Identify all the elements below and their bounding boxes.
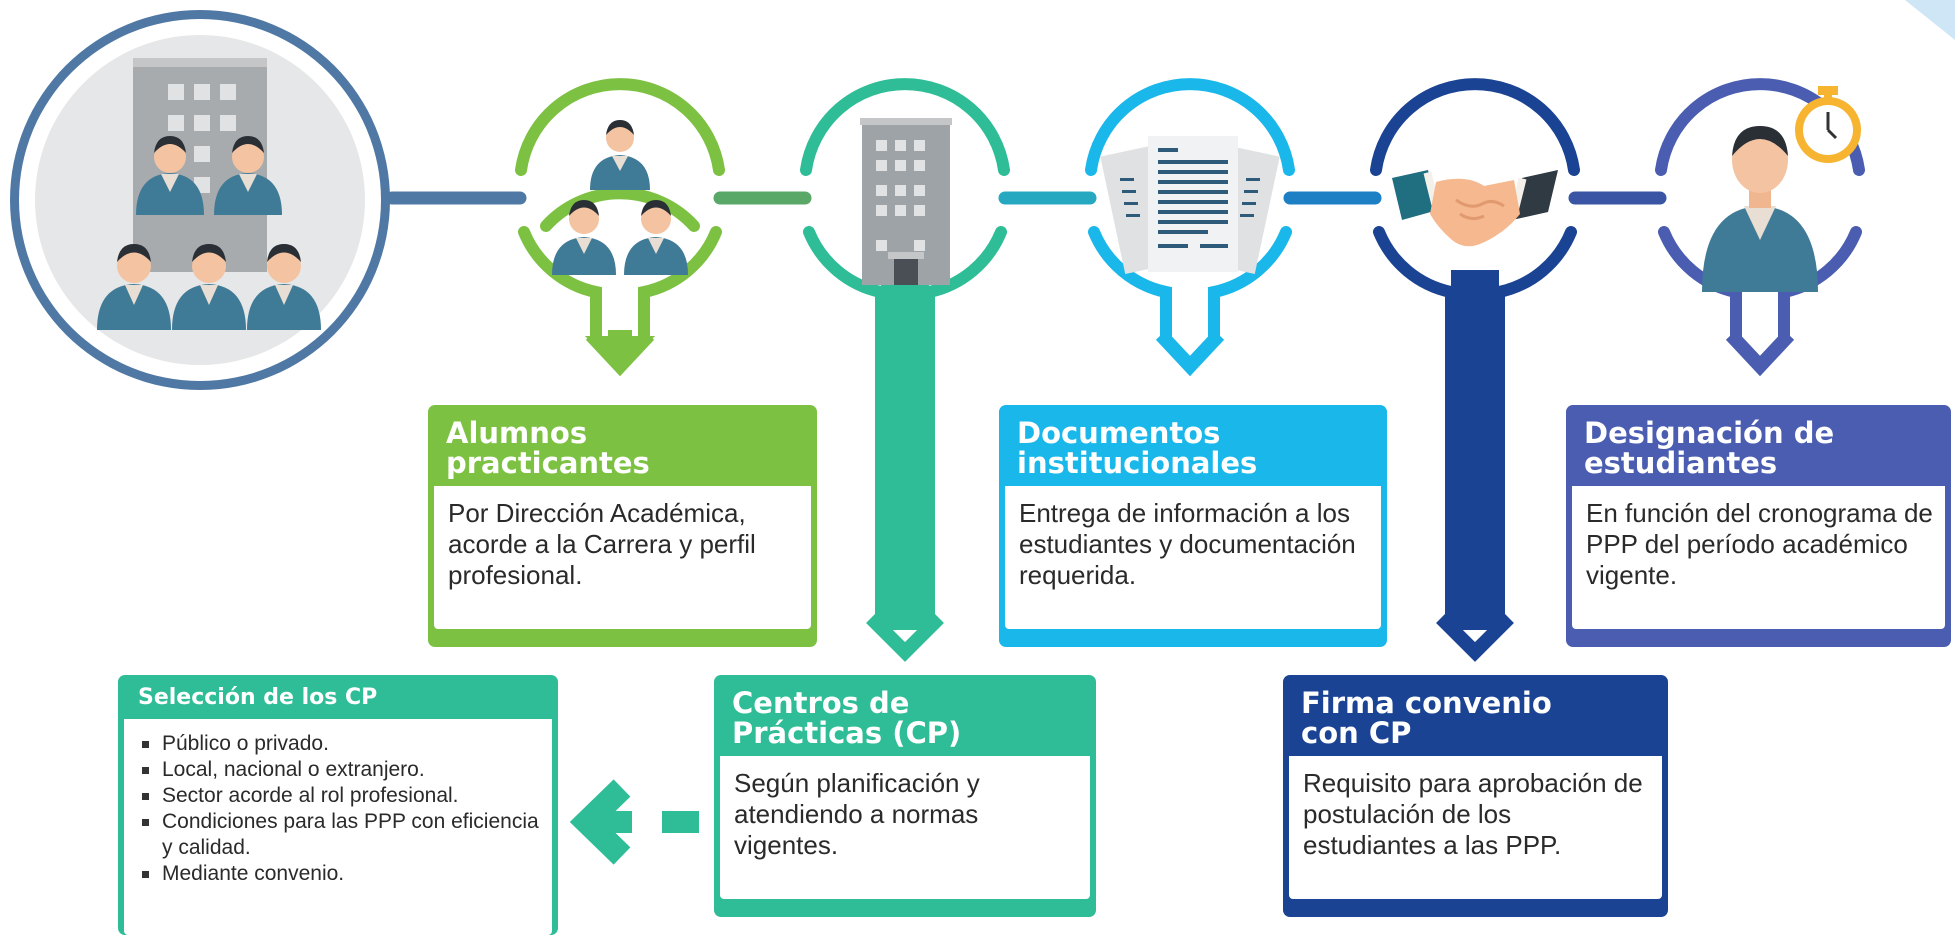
handshake-icon <box>1392 170 1558 247</box>
card-body: Entrega de información a los estudiantes… <box>1005 486 1381 629</box>
card-body: Según planificación y atendiendo a norma… <box>720 756 1090 899</box>
origin-node <box>10 10 390 390</box>
list-item: Mediante convenio. <box>132 861 544 887</box>
title-line: estudiantes <box>1584 446 1778 480</box>
institution-group-icon <box>97 58 321 330</box>
card-students: Alumnos practicantes Por Dirección Acadé… <box>428 405 817 647</box>
card-title: Alumnos practicantes <box>434 405 811 486</box>
card-centers: Centros de Prácticas (CP) Según planific… <box>714 675 1096 917</box>
card-title: Centros de Prácticas (CP) <box>720 675 1090 756</box>
title-line: Firma convenio <box>1301 686 1552 720</box>
students-group-icon <box>552 120 688 275</box>
student-stopwatch-icon <box>1702 86 1861 292</box>
title-line: Alumnos <box>446 416 588 450</box>
card-body: Público o privado. Local, nacional o ext… <box>124 719 552 935</box>
list-item: Local, nacional o extranjero. <box>132 757 544 783</box>
card-selection: Selección de los CP Público o privado. L… <box>118 675 558 935</box>
building-icon <box>860 118 952 285</box>
title-line: institucionales <box>1017 446 1258 480</box>
card-designation: Designación de estudiantes En función de… <box>1566 405 1951 647</box>
students-node <box>515 78 725 377</box>
card-title: Designación de estudiantes <box>1572 405 1945 486</box>
card-body: Requisito para aprobación de postulación… <box>1289 756 1662 899</box>
agreement-node <box>1370 78 1580 662</box>
title-line: con CP <box>1301 716 1412 750</box>
list-item: Condiciones para las PPP con eficiencia … <box>132 809 544 861</box>
centers-node <box>800 78 1010 662</box>
title-line: Designación de <box>1584 416 1835 450</box>
card-body: En función del cronograma de PPP del per… <box>1572 486 1945 629</box>
title-line: practicantes <box>446 446 650 480</box>
list-item: Sector acorde al rol profesional. <box>132 783 544 809</box>
selection-list: Público o privado. Local, nacional o ext… <box>132 731 544 887</box>
card-body: Por Dirección Académica, acorde a la Car… <box>434 486 811 629</box>
corner-decoration <box>1905 0 1955 40</box>
card-agreement: Firma convenio con CP Requisito para apr… <box>1283 675 1668 917</box>
documents-node <box>1085 78 1295 377</box>
card-title: Documentos institucionales <box>1005 405 1381 486</box>
list-item: Público o privado. <box>132 731 544 757</box>
title-line: Centros de <box>732 686 910 720</box>
title-line: Prácticas (CP) <box>732 716 962 750</box>
arrow-left-icon <box>569 779 699 865</box>
card-documents: Documentos institucionales Entrega de in… <box>999 405 1387 647</box>
title-line: Documentos <box>1017 416 1221 450</box>
documents-icon <box>1100 136 1280 274</box>
card-title: Firma convenio con CP <box>1289 675 1662 756</box>
designation-node <box>1655 78 1865 377</box>
card-title: Selección de los CP <box>138 685 378 710</box>
